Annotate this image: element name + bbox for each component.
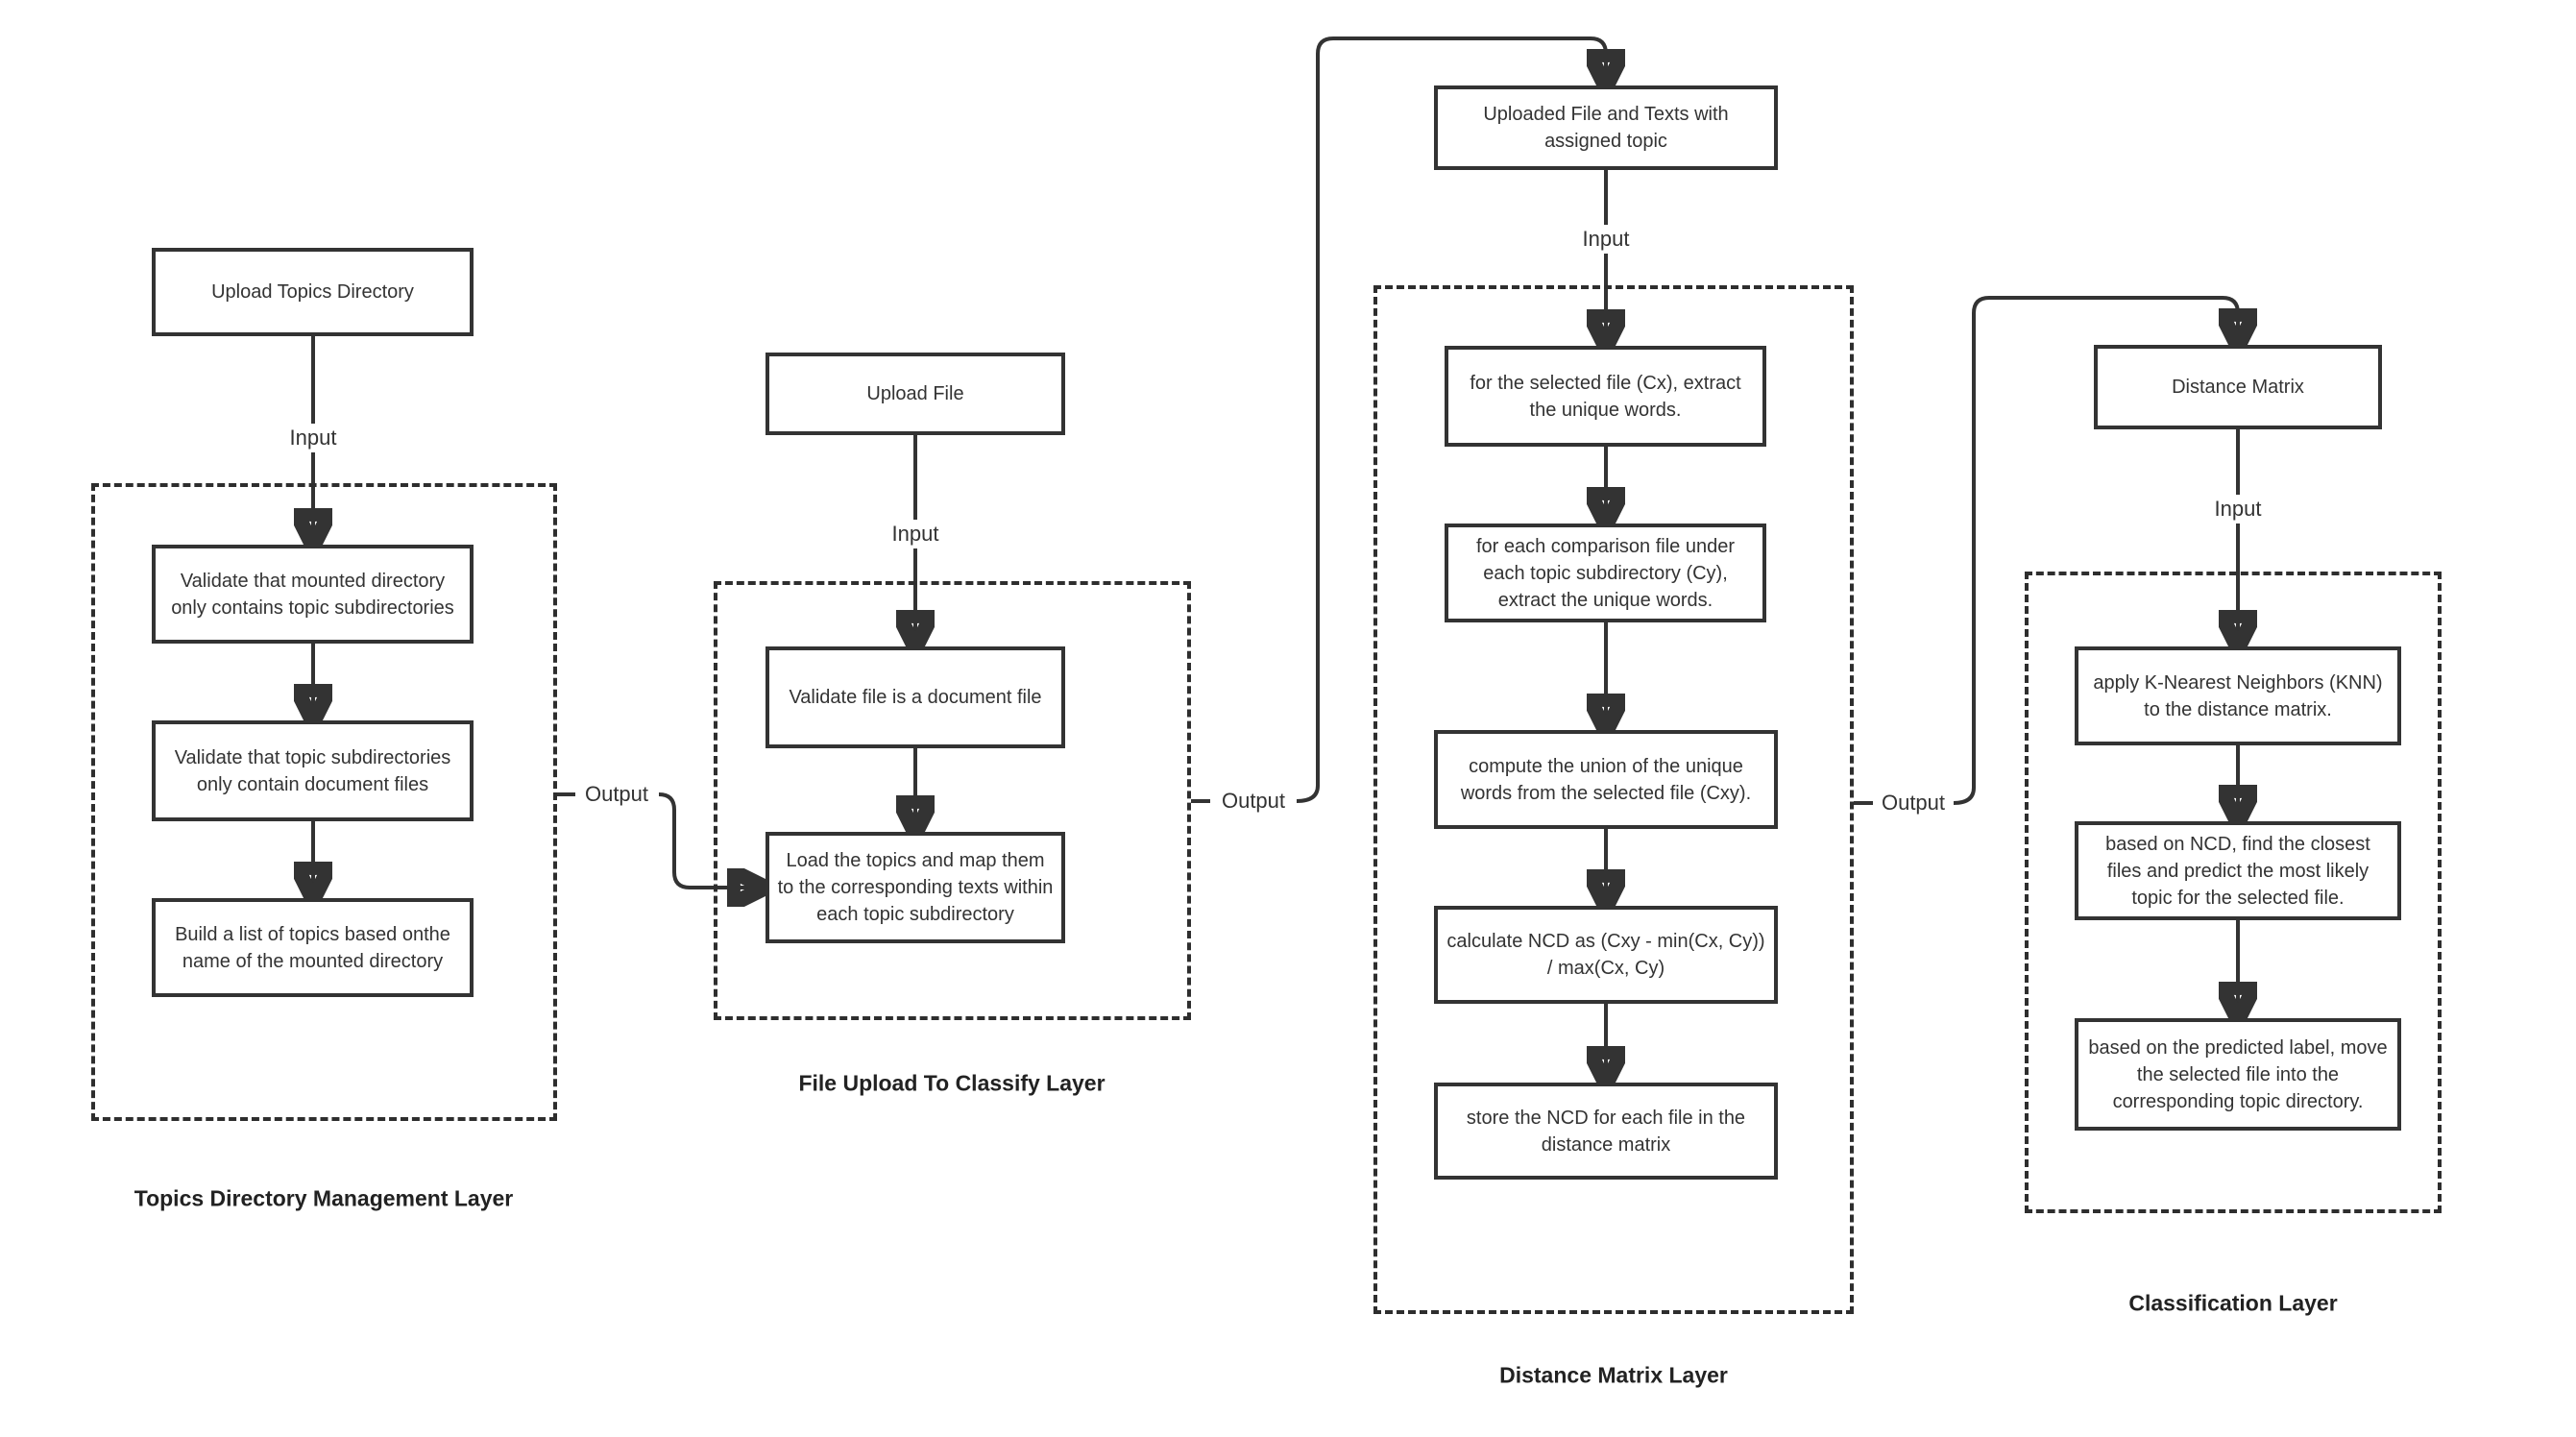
edge-label-input-classification: Input <box>2208 495 2268 524</box>
node-build-topic-list: Build a list of topics based onthe name … <box>152 898 474 997</box>
node-text: Distance Matrix <box>2172 377 2304 398</box>
layer-title-file-upload-to-classify: File Upload To Classify Layer <box>798 1070 1106 1096</box>
node-text: for each comparison file under each topi… <box>1475 535 1736 611</box>
edge-label-input-topics: Input <box>283 424 343 452</box>
layer-title-topics-directory-management: Topics Directory Management Layer <box>134 1185 514 1211</box>
layer-title-distance-matrix: Distance Matrix Layer <box>1499 1362 1728 1388</box>
edge-label-output-file-upload: Output <box>1215 787 1292 816</box>
node-text: Validate that mounted directory only con… <box>171 570 454 619</box>
edge-file-upload-output-to-uploaded-file <box>1296 37 1606 803</box>
node-move-file: based on the predicted label, move the s… <box>2075 1018 2401 1131</box>
node-validate-mounted-directory: Validate that mounted directory only con… <box>152 545 474 644</box>
node-store-ncd: store the NCD for each file in the dista… <box>1434 1083 1778 1180</box>
layer-box-topics-directory-management <box>91 483 557 1121</box>
node-text: based on NCD, find the closest files and… <box>2105 833 2370 909</box>
edge-label-input-distance-matrix: Input <box>1576 225 1636 254</box>
node-text: Build a list of topics based onthe name … <box>175 923 450 972</box>
node-upload-topics-directory: Upload Topics Directory <box>152 248 474 336</box>
node-validate-topic-subdirectories: Validate that topic subdirectories only … <box>152 720 474 821</box>
node-text: Uploaded File and Texts with assigned to… <box>1483 104 1729 152</box>
node-text: based on the predicted label, move the s… <box>2088 1036 2388 1112</box>
node-text: for the selected file (Cx), extract the … <box>1470 372 1741 421</box>
node-apply-knn: apply K-Nearest Neighbors (KNN) to the d… <box>2075 646 2401 745</box>
node-extract-unique-words-cx: for the selected file (Cx), extract the … <box>1445 346 1766 447</box>
node-calculate-ncd: calculate NCD as (Cxy - min(Cx, Cy)) / m… <box>1434 906 1778 1004</box>
node-predict-topic: based on NCD, find the closest files and… <box>2075 821 2401 920</box>
node-extract-unique-words-cy: for each comparison file under each topi… <box>1445 524 1766 622</box>
node-load-topics: Load the topics and map them to the corr… <box>766 832 1065 943</box>
edge-distance-output-to-distance-matrix <box>1953 296 2238 805</box>
node-text: Load the topics and map them to the corr… <box>777 850 1054 925</box>
node-uploaded-file-texts: Uploaded File and Texts with assigned to… <box>1434 85 1778 170</box>
edge-label-input-file-upload: Input <box>886 520 945 548</box>
layer-box-file-upload-to-classify <box>714 581 1191 1020</box>
node-compute-union-cxy: compute the union of the unique words fr… <box>1434 730 1778 829</box>
edge-label-output-topics: Output <box>578 780 655 809</box>
edge-topics-output-to-load-topics <box>658 792 760 888</box>
node-text: store the NCD for each file in the dista… <box>1466 1107 1746 1156</box>
node-text: Validate that topic subdirectories only … <box>174 746 451 795</box>
node-text: compute the union of the unique words fr… <box>1460 755 1752 804</box>
node-upload-file: Upload File <box>766 353 1065 435</box>
layer-box-distance-matrix <box>1373 285 1854 1314</box>
node-text: Upload Topics Directory <box>211 281 414 303</box>
edge-label-output-distance-matrix: Output <box>1875 789 1952 817</box>
node-text: calculate NCD as (Cxy - min(Cx, Cy)) / m… <box>1446 931 1765 979</box>
node-text: Upload File <box>866 383 964 404</box>
node-text: apply K-Nearest Neighbors (KNN) to the d… <box>2093 671 2383 720</box>
node-distance-matrix: Distance Matrix <box>2094 345 2382 429</box>
layer-box-classification <box>2025 572 2442 1213</box>
node-text: Validate file is a document file <box>789 687 1042 708</box>
layer-title-classification: Classification Layer <box>2128 1290 2338 1316</box>
node-validate-document-file: Validate file is a document file <box>766 646 1065 748</box>
